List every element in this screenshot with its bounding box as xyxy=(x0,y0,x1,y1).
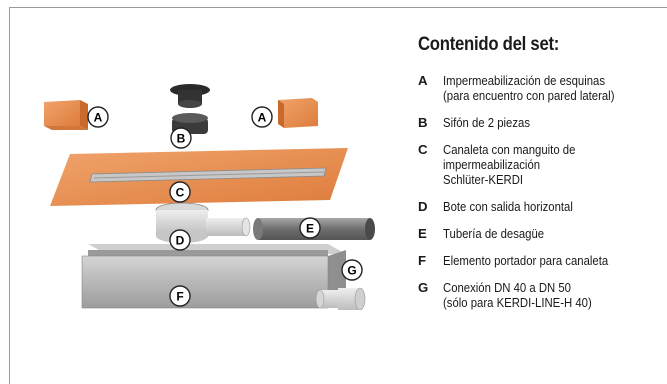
item-key: E xyxy=(418,226,427,241)
drain-body xyxy=(155,202,251,243)
corner-piece-right xyxy=(278,98,318,128)
list-item: E Tubería de desagüe xyxy=(418,226,667,241)
svg-text:A: A xyxy=(258,111,267,125)
label-circle-e: E xyxy=(299,217,321,239)
list-item: F Elemento portador para canaleta xyxy=(418,253,667,268)
item-text: Sifón de 2 piezas xyxy=(443,115,531,130)
list-item: C Canaleta con manguito de impermeabiliz… xyxy=(418,142,667,187)
label-circle-c: C xyxy=(169,181,191,203)
item-key: C xyxy=(418,142,428,157)
list-item: G Conexión DN 40 a DN 50 (sólo para KERD… xyxy=(418,280,667,310)
support-element xyxy=(81,244,346,309)
list-item: A Impermeabilización de esquinas (para e… xyxy=(418,73,667,103)
channel-with-membrane xyxy=(50,148,348,206)
svg-text:D: D xyxy=(176,234,185,248)
svg-text:B: B xyxy=(177,132,186,146)
svg-text:G: G xyxy=(347,264,356,278)
list-item: B Sifón de 2 piezas xyxy=(418,115,667,130)
item-text: Elemento portador para canaleta xyxy=(443,253,609,268)
svg-text:A: A xyxy=(94,111,103,125)
item-key: B xyxy=(418,115,428,130)
item-key: A xyxy=(418,73,428,88)
panel-title: Contenido del set: xyxy=(418,34,560,55)
item-key: F xyxy=(418,253,427,268)
item-key: D xyxy=(418,199,428,214)
item-text: Tubería de desagüe xyxy=(443,226,545,241)
svg-text:E: E xyxy=(306,222,314,236)
siphon-part xyxy=(170,84,210,134)
exploded-parts-illustration: A A B C D E F G xyxy=(44,84,375,310)
label-circle-a-left: A xyxy=(87,106,109,128)
svg-text:F: F xyxy=(176,290,183,304)
item-text: Bote con salida horizontal xyxy=(443,199,573,214)
item-text: Canaleta con manguito de impermeabilizac… xyxy=(443,142,576,187)
content-frame xyxy=(9,7,667,384)
svg-text:C: C xyxy=(176,186,185,200)
item-text: Conexión DN 40 a DN 50 (sólo para KERDI-… xyxy=(443,280,592,310)
label-circle-a-right: A xyxy=(251,106,273,128)
label-circle-f: F xyxy=(169,285,191,307)
item-text: Impermeabilización de esquinas (para enc… xyxy=(443,73,615,103)
contents-list: A Impermeabilización de esquinas (para e… xyxy=(418,73,667,310)
pipe-connector xyxy=(315,287,366,310)
label-circle-d: D xyxy=(169,229,191,251)
list-item: D Bote con salida horizontal xyxy=(418,199,667,214)
label-circle-b: B xyxy=(170,127,192,149)
set-contents-panel: Contenido del set: A Impermeabilización … xyxy=(418,34,667,322)
item-key: G xyxy=(418,280,429,295)
corner-piece-left xyxy=(44,100,88,130)
label-circle-g: G xyxy=(341,259,363,281)
